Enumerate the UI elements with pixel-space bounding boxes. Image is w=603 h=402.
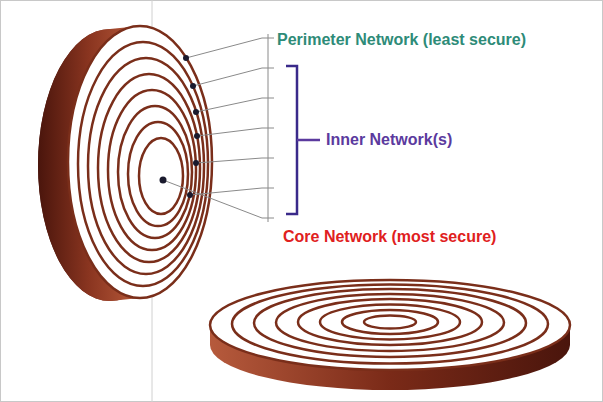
leader-lines xyxy=(163,34,274,222)
perimeter-label: Perimeter Network (least secure) xyxy=(277,30,526,50)
core-label: Core Network (most secure) xyxy=(283,227,496,247)
tilted-disk xyxy=(38,26,212,301)
flat-disk xyxy=(210,280,570,390)
bracket xyxy=(286,66,320,214)
ring-dots xyxy=(160,55,201,198)
inner-label: Inner Network(s) xyxy=(326,130,452,150)
